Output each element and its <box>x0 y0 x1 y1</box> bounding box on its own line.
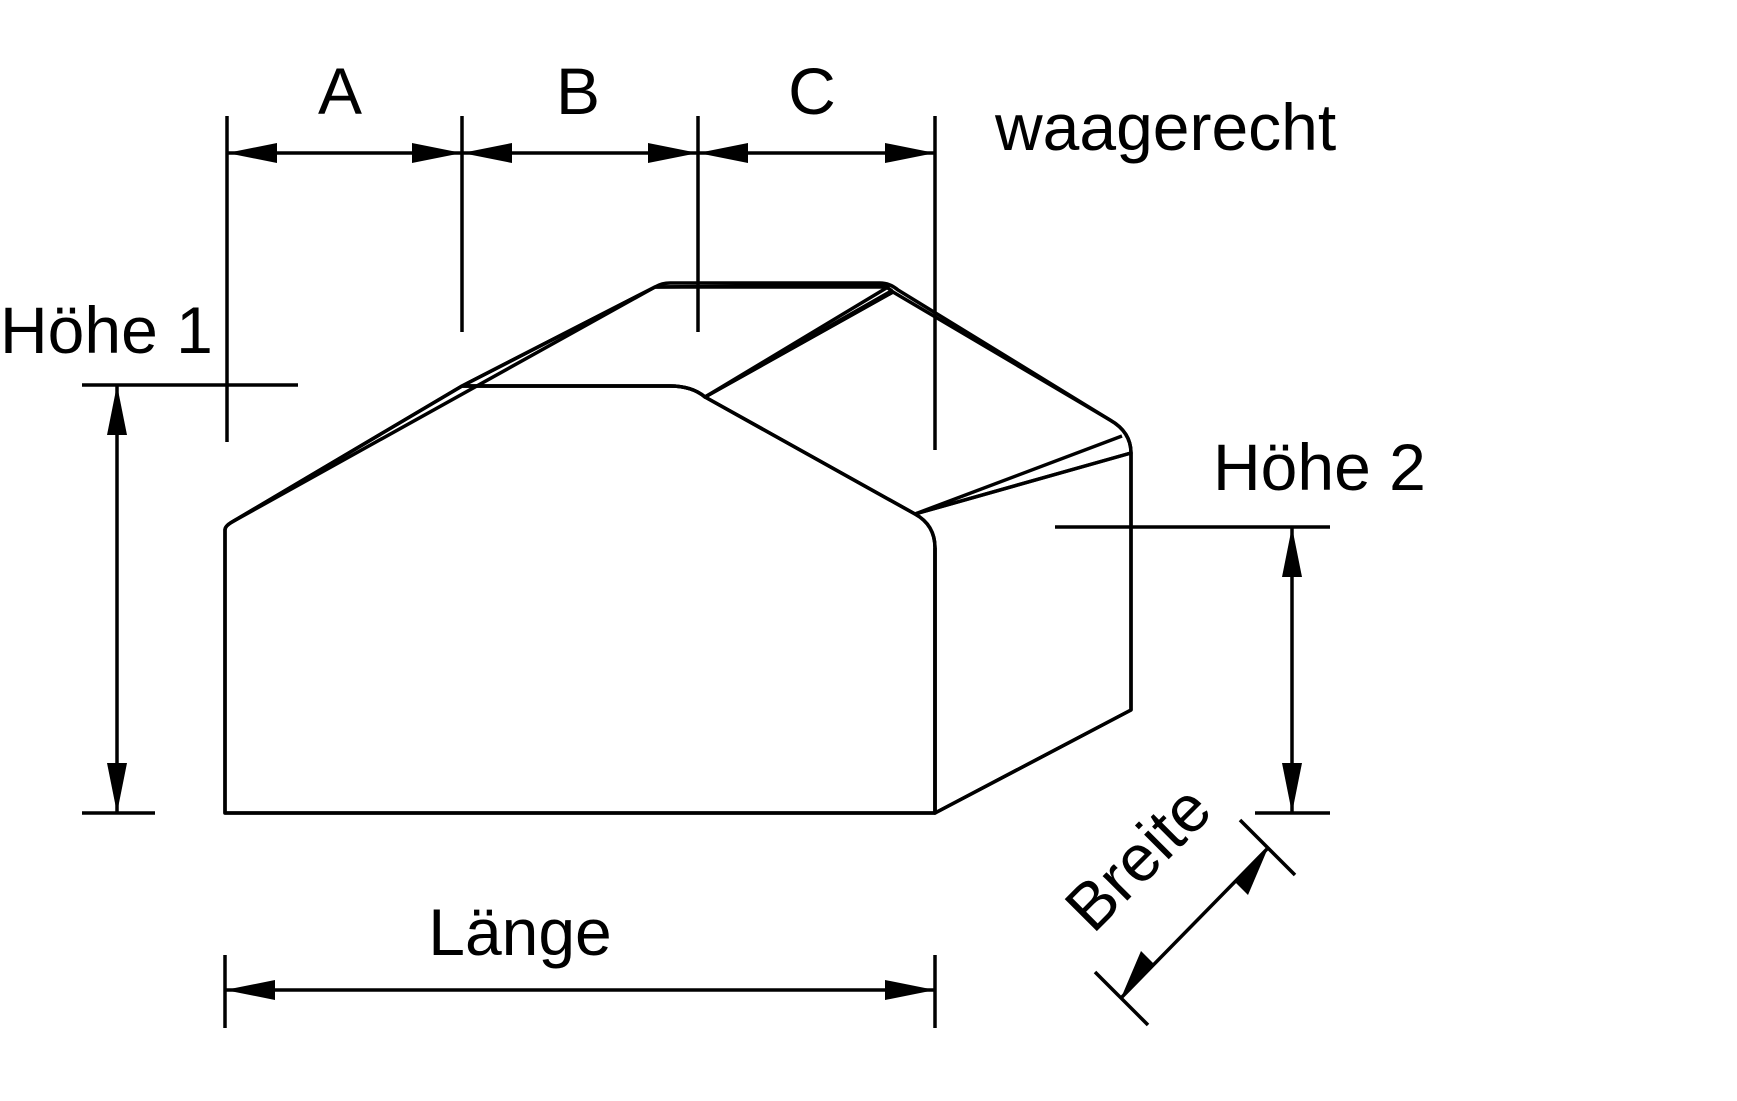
label-hoehe-1: Höhe 1 <box>0 293 213 367</box>
outline-top <box>223 281 1133 815</box>
block-body <box>223 281 1133 815</box>
front-face <box>223 384 937 815</box>
label-c: C <box>788 54 836 128</box>
dimension-hoehe-2: Höhe 2 <box>1055 430 1426 815</box>
dimension-laenge: Länge <box>223 895 937 1028</box>
label-waagerecht: waagerecht <box>994 90 1336 164</box>
label-b: B <box>556 54 600 128</box>
edge-side-top <box>914 434 1123 516</box>
roof-right-face <box>703 290 1133 516</box>
label-laenge: Länge <box>428 895 612 969</box>
dimension-hoehe-1: Höhe 1 <box>0 293 298 815</box>
label-hoehe-2: Höhe 2 <box>1213 430 1426 504</box>
roof-top-face <box>460 283 895 399</box>
dimension-breite: Breite <box>1051 771 1297 1027</box>
label-a: A <box>318 54 362 128</box>
edge-ridge-right <box>704 288 894 399</box>
side-face <box>913 451 1133 815</box>
dimension-abc: A B C waagerecht <box>225 54 1336 450</box>
roof-left-face <box>230 285 890 524</box>
